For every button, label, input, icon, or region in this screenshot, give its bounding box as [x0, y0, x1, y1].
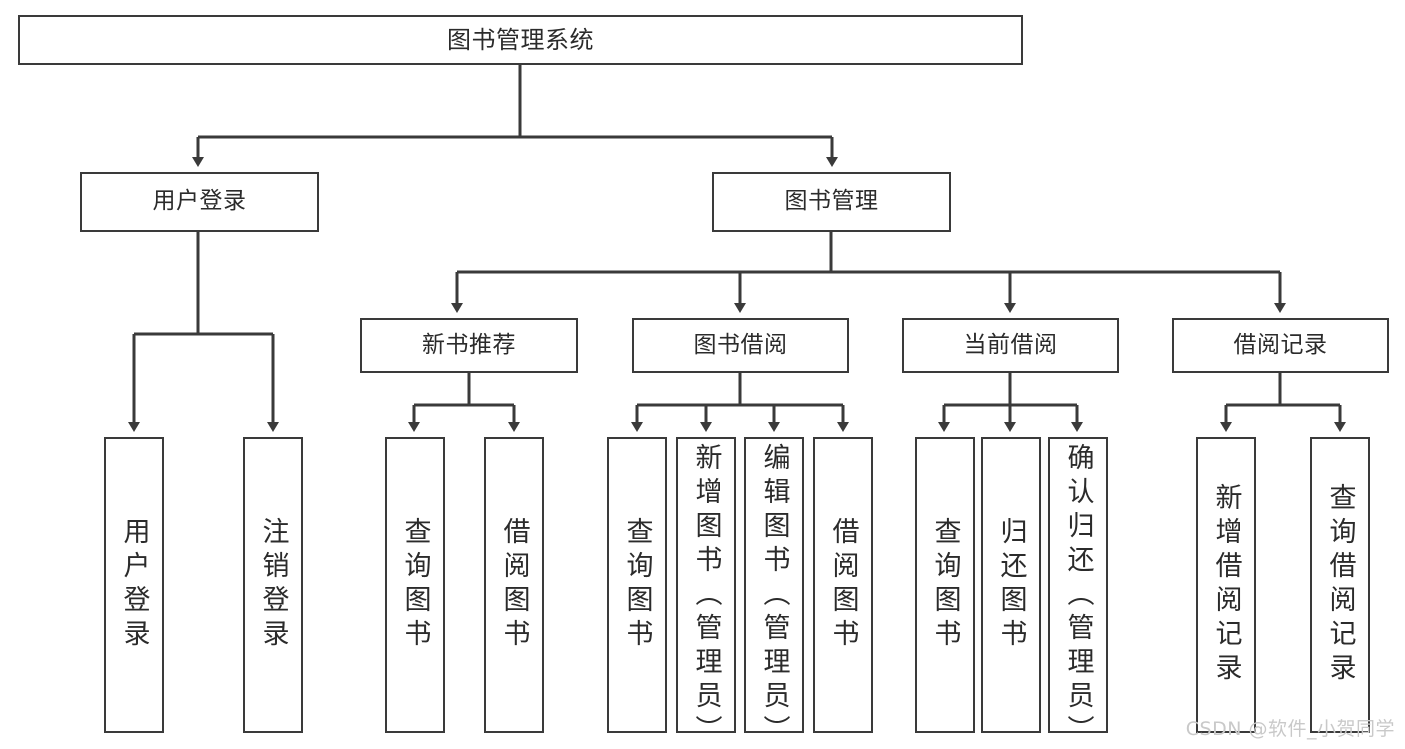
leaf-return-book[interactable]: 归还图书	[981, 437, 1041, 733]
node-root-system[interactable]: 图书管理系统	[18, 15, 1023, 65]
node-label: 图书管理系统	[447, 25, 594, 54]
leaf-edit-book-admin[interactable]: 编辑图书（管理员）	[744, 437, 804, 749]
node-label: 编辑图书（管理员）	[758, 443, 790, 749]
node-label: 新增图书（管理员）	[690, 443, 722, 749]
leaf-query-book-2[interactable]: 查询图书	[607, 437, 667, 733]
node-label: 图书借阅	[693, 331, 788, 358]
node-label: 查询图书	[399, 517, 431, 653]
node-label: 借阅图书	[498, 517, 530, 653]
leaf-logout[interactable]: 注销登录	[243, 437, 303, 733]
node-label: 借阅记录	[1233, 331, 1328, 358]
leaf-confirm-return-admin[interactable]: 确认归还（管理员）	[1048, 437, 1108, 749]
node-label: 新书推荐	[422, 331, 516, 358]
node-label: 图书管理	[784, 188, 879, 215]
node-label: 查询图书	[929, 517, 961, 653]
node-label: 当前借阅	[963, 331, 1058, 358]
node-user-login[interactable]: 用户登录	[80, 172, 319, 232]
node-label: 借阅图书	[827, 517, 859, 653]
node-book-manage[interactable]: 图书管理	[712, 172, 951, 232]
leaf-borrow-book-2[interactable]: 借阅图书	[813, 437, 873, 733]
node-label: 用户登录	[152, 188, 247, 215]
node-new-book-recommend[interactable]: 新书推荐	[360, 318, 578, 373]
node-label: 确认归还（管理员）	[1062, 443, 1094, 749]
node-label: 查询图书	[621, 517, 653, 653]
leaf-user-login[interactable]: 用户登录	[104, 437, 164, 733]
node-label: 新增借阅记录	[1210, 483, 1242, 687]
node-book-borrow[interactable]: 图书借阅	[632, 318, 849, 373]
node-label: 查询借阅记录	[1324, 483, 1356, 687]
node-label: 归还图书	[995, 517, 1027, 653]
node-current-borrow[interactable]: 当前借阅	[902, 318, 1119, 373]
leaf-add-book-admin[interactable]: 新增图书（管理员）	[676, 437, 736, 749]
leaf-query-book-1[interactable]: 查询图书	[385, 437, 445, 733]
leaf-borrow-book-1[interactable]: 借阅图书	[484, 437, 544, 733]
node-borrow-record[interactable]: 借阅记录	[1172, 318, 1389, 373]
leaf-add-borrow-record[interactable]: 新增借阅记录	[1196, 437, 1256, 733]
leaf-query-borrow-record[interactable]: 查询借阅记录	[1310, 437, 1370, 733]
node-label: 用户登录	[118, 517, 150, 653]
node-label: 注销登录	[257, 517, 289, 653]
leaf-query-book-3[interactable]: 查询图书	[915, 437, 975, 733]
